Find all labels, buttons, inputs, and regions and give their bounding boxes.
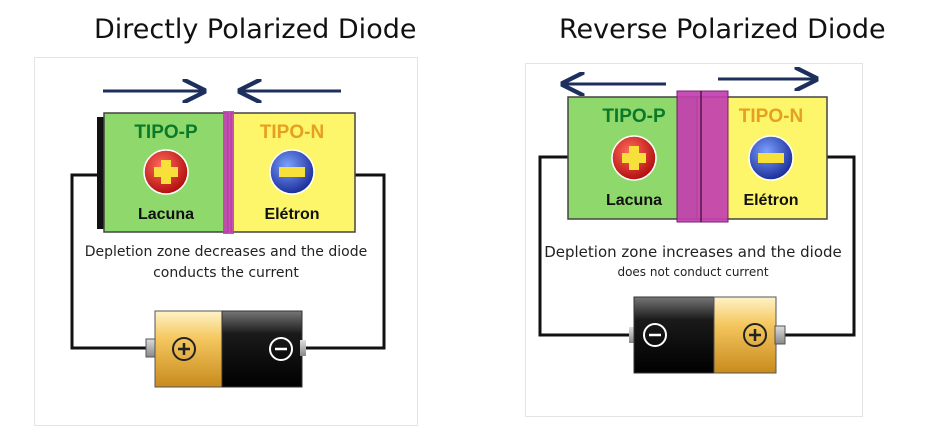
battery-end xyxy=(300,340,306,356)
diode-cap-left xyxy=(97,117,105,229)
minus-icon xyxy=(758,153,784,163)
n-carrier-label: Elétron xyxy=(743,192,798,209)
forward-panel xyxy=(34,57,418,426)
reverse-caption-line2: does not conduct current xyxy=(617,265,769,279)
reverse-caption: Depletion zone increases and the diode d… xyxy=(528,242,858,282)
battery-negative-half xyxy=(221,310,303,388)
battery-end xyxy=(629,327,635,343)
minus-icon xyxy=(279,167,305,177)
minus-icon xyxy=(643,323,667,347)
plus-icon xyxy=(622,146,646,170)
wire-right xyxy=(305,173,386,350)
depletion-zone xyxy=(223,111,234,234)
forward-caption: Depletion zone decreases and the diode c… xyxy=(40,242,412,284)
wire-left xyxy=(538,155,634,337)
p-type-label: TIPO-P xyxy=(134,122,198,143)
plus-icon xyxy=(172,337,196,361)
p-carrier-label: Lacuna xyxy=(606,192,662,209)
n-type-label: TIPO-N xyxy=(739,106,803,127)
p-carrier-label: Lacuna xyxy=(138,206,194,223)
forward-caption-line2: conducts the current xyxy=(153,265,299,281)
wire-left xyxy=(70,173,152,350)
n-type-label: TIPO-N xyxy=(260,122,324,143)
reverse-caption-line1: Depletion zone increases and the diode xyxy=(544,243,842,261)
depletion-zone xyxy=(676,90,729,223)
p-type-label: TIPO-P xyxy=(602,106,666,127)
plus-icon xyxy=(154,160,178,184)
reverse-diagram: TIPO-P TIPO-N Lacuna Elétron xyxy=(538,79,856,374)
wire-right xyxy=(782,155,856,337)
forward-diagram: TIPO-P TIPO-N Lacuna Elétron xyxy=(70,91,386,388)
forward-caption-line1: Depletion zone decreases and the diode xyxy=(84,244,368,260)
n-carrier-label: Elétron xyxy=(264,206,319,223)
minus-icon xyxy=(269,337,293,361)
battery-negative-half xyxy=(633,296,715,374)
reverse-panel xyxy=(525,63,863,417)
title-forward: Directly Polarized Diode xyxy=(94,14,417,45)
battery-terminal xyxy=(774,325,786,345)
title-reverse: Reverse Polarized Diode xyxy=(559,14,886,45)
plus-icon xyxy=(743,323,767,347)
